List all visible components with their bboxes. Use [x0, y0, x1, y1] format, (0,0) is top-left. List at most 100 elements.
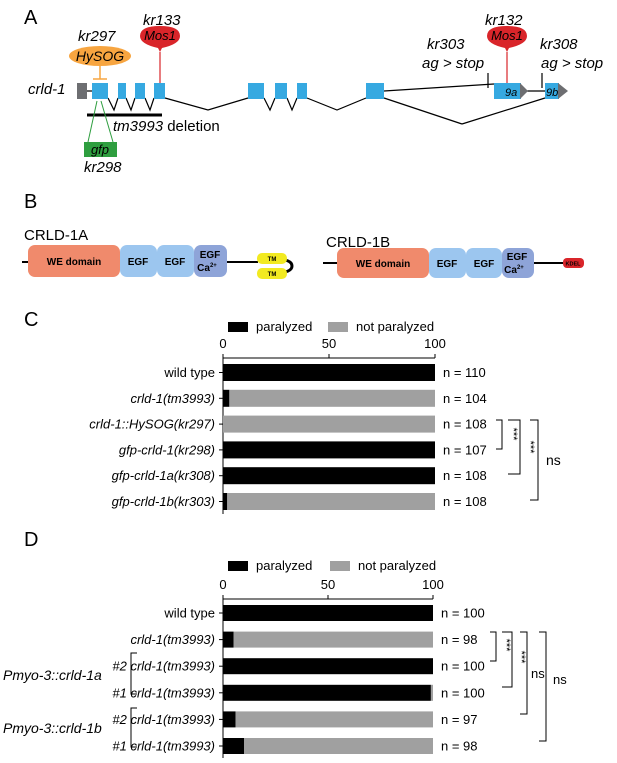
panel-b: B CRLD-1A WE domain EGF EGF EGF Ca2+ TM … — [22, 191, 584, 279]
kdel-label: KDEL — [566, 262, 582, 268]
exon-7 — [297, 83, 307, 99]
exon-8 — [366, 83, 384, 99]
hysog-insert-badge — [69, 46, 131, 66]
chart-c-n-label-2: n = 108 — [443, 417, 487, 432]
chart-d-category-label-1: crld-1(tm3993) — [130, 632, 215, 647]
chart-c-legend-swatch-paralyzed — [228, 322, 248, 332]
chart-d-x-tick-label-1: 50 — [321, 577, 335, 592]
tm-domain-2 — [257, 268, 287, 279]
exon-9b — [545, 83, 559, 99]
egf-ca-domain-b-ion: Ca2+ — [504, 265, 524, 276]
chart-c-x-tick-label-0: 0 — [219, 336, 226, 351]
exon-5 — [248, 83, 264, 99]
chart-d-n-label-4: n = 97 — [441, 712, 478, 727]
chart-c-category-label-3: gfp-crld-1(kr298) — [119, 442, 215, 457]
sig-c-3: ns — [546, 452, 561, 468]
mos1-label-kr133: Mos1 — [144, 28, 176, 43]
chart-d-category-label-3: #1 crld-1(tm3993) — [112, 685, 215, 700]
exon-6 — [275, 83, 287, 99]
we-domain-b — [337, 248, 429, 278]
sig-c-1: *** — [507, 428, 519, 442]
sig-d-4: ns — [553, 672, 567, 687]
chart-d-bar-paralyzed-4 — [223, 711, 236, 728]
group-brackets-d — [130, 652, 137, 748]
sig-c-2: *** — [524, 441, 536, 455]
chart-c-n-label-1: n = 104 — [443, 391, 487, 406]
chart-d-bar-paralyzed-2 — [223, 658, 433, 675]
allele-kr133: kr133 — [143, 12, 181, 29]
chart-d-legend-label-not-paralyzed: not paralyzed — [358, 558, 436, 573]
chart-c-category-label-1: crld-1(tm3993) — [130, 391, 215, 406]
chart-d-x-tick-label-2: 100 — [422, 577, 444, 592]
chart-c-bar-not-paralyzed-5 — [227, 493, 435, 510]
egf-domain-a2-label: EGF — [165, 257, 186, 268]
chart-c-n-label-5: n = 108 — [443, 494, 487, 509]
chart-d-x-tick-label-0: 0 — [219, 577, 226, 592]
panel-c-letter: C — [24, 309, 38, 331]
group-label-1b: Pmyo-3::crld-1b — [3, 720, 102, 736]
exon-4 — [154, 83, 165, 99]
chart-d-bar-not-paralyzed-5 — [244, 738, 433, 754]
mos1-label-kr132: Mos1 — [491, 28, 523, 43]
chart-c-n-label-4: n = 108 — [443, 468, 487, 483]
deletion-allele: tm3993 — [113, 118, 164, 135]
egf-domain-b2-label: EGF — [474, 259, 495, 270]
egf-ca-domain-a-label: EGF — [200, 250, 221, 261]
chart-d-bar-paralyzed-0 — [223, 605, 433, 621]
gene-name: crld-1 — [28, 81, 66, 98]
chart-c-x-tick-label-2: 100 — [424, 336, 446, 351]
exon-2 — [118, 83, 126, 99]
allele-kr132: kr132 — [485, 12, 523, 29]
chart-c-bar-paralyzed-1 — [223, 389, 230, 407]
chart-c-n-label-3: n = 107 — [443, 442, 487, 457]
exon-1 — [92, 83, 108, 99]
chart-c-bar-paralyzed-0 — [223, 364, 435, 381]
allele-kr308-change: ag > stop — [541, 55, 603, 72]
panel-b-letter: B — [24, 191, 37, 213]
significance-brackets-c — [496, 419, 539, 501]
chart-c-legend-label-paralyzed: paralyzed — [256, 319, 312, 334]
exon-9a — [494, 83, 521, 99]
panel-d-letter: D — [24, 529, 38, 551]
mos1-insert-badge-kr132 — [487, 26, 527, 52]
egf-domain-a2 — [157, 245, 194, 277]
tm-domain-1-label: TM — [268, 257, 277, 263]
chart-d-category-label-2: #2 crld-1(tm3993) — [112, 659, 215, 674]
chart-c-bar-paralyzed-3 — [223, 441, 435, 459]
deletion-suffix: deletion — [163, 118, 220, 135]
utr-3prime-9b — [558, 83, 568, 99]
chart-c-bar-not-paralyzed-2 — [223, 415, 435, 433]
chart-d-n-label-0: n = 100 — [441, 606, 485, 621]
deletion-label: tm3993 deletion — [113, 118, 220, 135]
mos1-insert-badge-kr133 — [140, 26, 180, 52]
chart-d-bar-not-paralyzed-3 — [430, 684, 433, 701]
egf-domain-b1 — [429, 248, 466, 278]
chart-c-category-label-5: gfp-crld-1b(kr303) — [112, 494, 215, 509]
chart-c-bar-not-paralyzed-1 — [229, 389, 435, 407]
protein-crld-1a-name: CRLD-1A — [24, 227, 88, 244]
chart-c-bar-paralyzed-5 — [223, 493, 228, 510]
egf-domain-a1-label: EGF — [128, 257, 149, 268]
panel-a: A crld-1 — [24, 7, 603, 176]
we-domain-b-label: WE domain — [356, 259, 410, 270]
allele-kr303: kr303 — [427, 36, 465, 53]
utr-5prime — [77, 83, 87, 99]
chart-d-n-label-2: n = 100 — [441, 659, 485, 674]
chart-c-bar-paralyzed-4 — [223, 467, 435, 485]
chart-d-legend-label-paralyzed: paralyzed — [256, 558, 312, 573]
kdel-tail — [563, 258, 584, 268]
exons — [92, 83, 559, 99]
tm-domain-2-label: TM — [268, 272, 277, 278]
egf-ca-domain-a-ion: Ca2+ — [197, 263, 217, 274]
egf-ca-domain-b — [502, 248, 534, 278]
chart-c-category-label-4: gfp-crld-1a(kr308) — [112, 468, 215, 483]
chart-c-x-tick-label-1: 50 — [322, 336, 336, 351]
we-domain-a — [28, 245, 120, 277]
chart-d-category-label-4: #2 crld-1(tm3993) — [112, 712, 215, 727]
sig-d-3: ns — [531, 666, 545, 681]
sig-d-1: *** — [500, 639, 512, 653]
exon-3 — [135, 83, 145, 99]
allele-kr308: kr308 — [540, 36, 578, 53]
